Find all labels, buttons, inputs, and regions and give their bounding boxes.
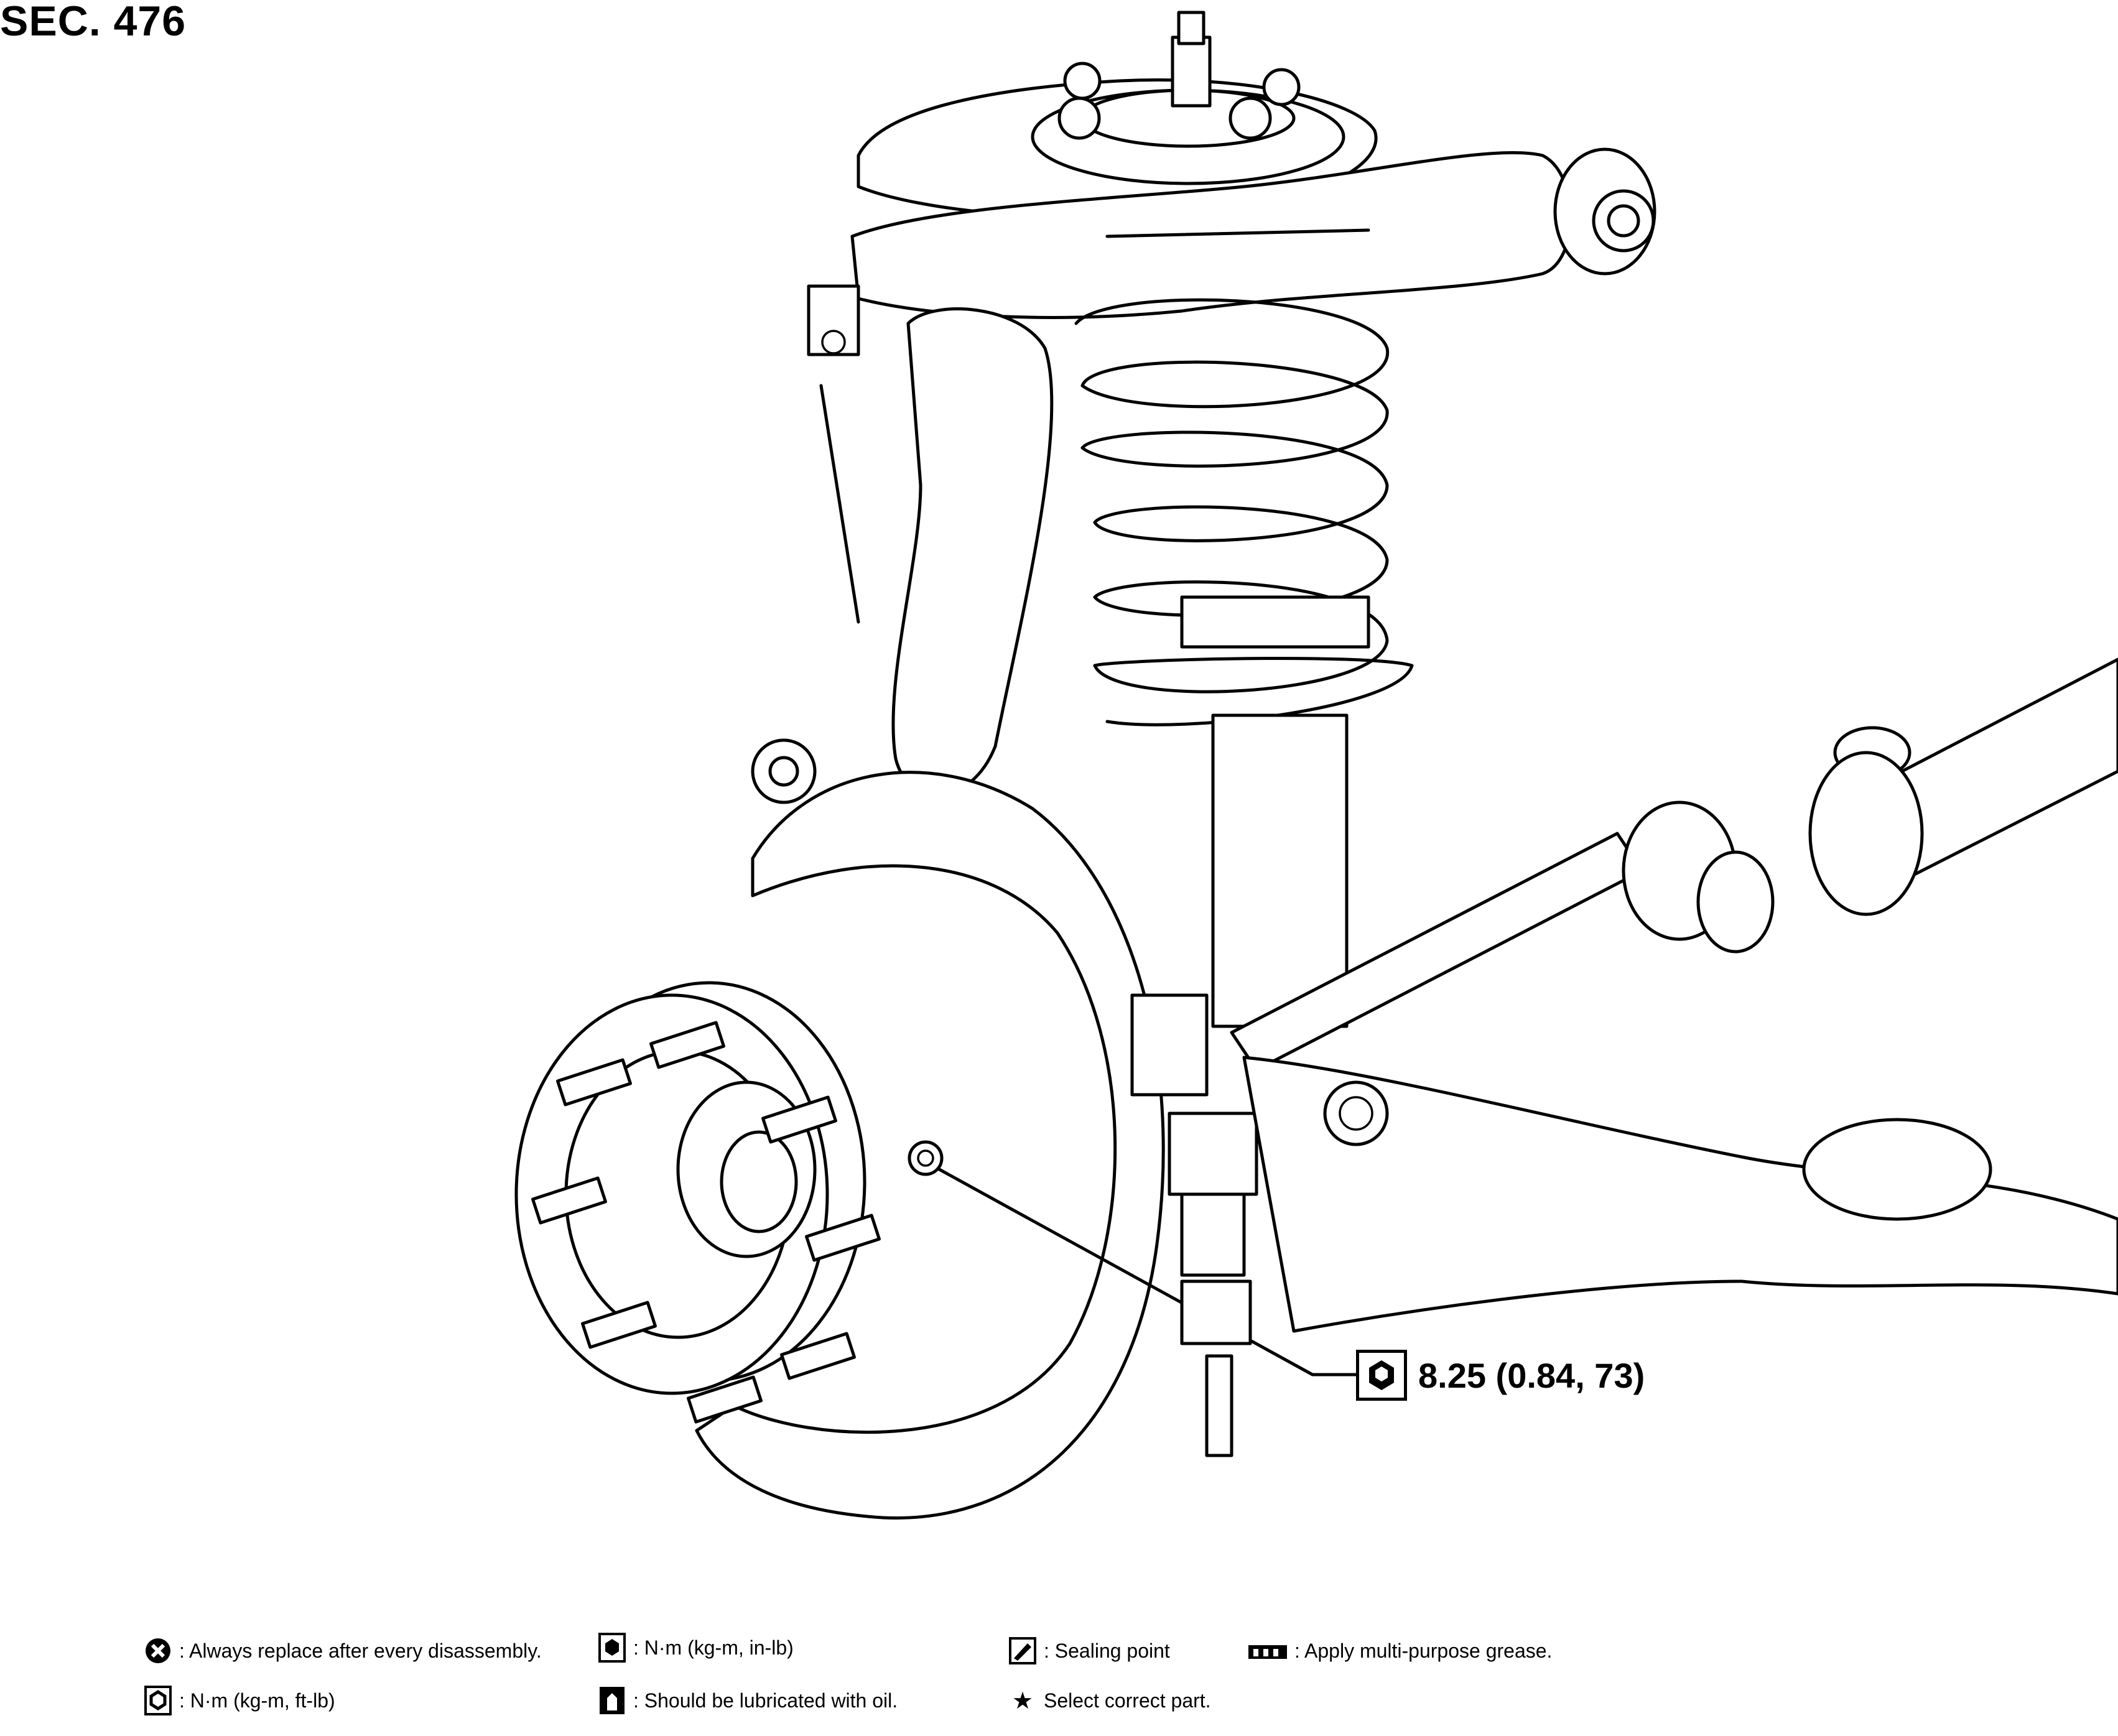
torque-ft-lb-icon <box>143 1686 173 1715</box>
legend-text: : Sealing point <box>1044 1639 1170 1662</box>
legend-text: : Should be lubricated with oil. <box>633 1689 898 1712</box>
torque-in-lb-icon <box>597 1633 627 1663</box>
legend-text: Select correct part. <box>1044 1689 1211 1712</box>
coil-spring <box>1074 298 1414 726</box>
torque-wrench-icon <box>1356 1350 1407 1401</box>
legend-item-select-part: ★ Select correct part. <box>1008 1686 1211 1715</box>
wheel-stud <box>761 1095 837 1144</box>
brake-dust-shield <box>695 771 1165 1520</box>
legend-item-replace: : Always replace after every disassembly… <box>143 1636 542 1666</box>
legend-item-torque-in-lb: : N·m (kg-m, in-lb) <box>597 1633 794 1663</box>
legend-text: : Apply multi-purpose grease. <box>1294 1639 1553 1662</box>
oil-lubricate-icon <box>597 1686 627 1715</box>
steering-rack <box>1808 657 2118 916</box>
wheel-stud <box>531 1176 607 1225</box>
wheel-studs <box>531 1021 881 1424</box>
wheel-stud <box>780 1332 856 1380</box>
wheel-stud <box>805 1214 881 1262</box>
sensor-bolt <box>908 1140 1358 1376</box>
legend-text: : N·m (kg-m, in-lb) <box>633 1636 794 1659</box>
replace-part-icon <box>143 1636 173 1666</box>
legend-text: : Always replace after every disassembly… <box>179 1639 542 1662</box>
legend-item-grease: : Apply multi-purpose grease. <box>1247 1636 1552 1666</box>
wheel-stud <box>556 1058 632 1107</box>
wheel-stud <box>649 1021 725 1069</box>
wheel-stud <box>687 1375 763 1424</box>
steering-knuckle <box>751 284 1054 804</box>
select-part-star-icon: ★ <box>1011 1687 1034 1714</box>
legend-text: : N·m (kg-m, ft-lb) <box>179 1689 335 1712</box>
stabilizer-link <box>1130 993 1258 1457</box>
wheel-stud <box>581 1301 657 1349</box>
sealing-point-icon <box>1008 1636 1038 1666</box>
torque-value: 8.25 (0.84, 73) <box>1418 1355 1645 1395</box>
shock-absorber <box>1180 595 1370 1028</box>
upper-control-arm <box>850 147 1656 319</box>
legend-item-torque-ft-lb: : N·m (kg-m, ft-lb) <box>143 1686 335 1715</box>
tie-rod <box>1230 801 1775 1072</box>
grease-icon <box>1247 1636 1288 1666</box>
section-title: SEC. 476 <box>0 0 187 45</box>
lower-control-arm <box>1242 1056 2118 1333</box>
legend-item-oil: : Should be lubricated with oil. <box>597 1686 898 1715</box>
legend-item-sealing: : Sealing point <box>1008 1636 1170 1666</box>
strut-top-mount <box>857 11 1378 220</box>
torque-callout: 8.25 (0.84, 73) <box>1356 1350 1645 1401</box>
